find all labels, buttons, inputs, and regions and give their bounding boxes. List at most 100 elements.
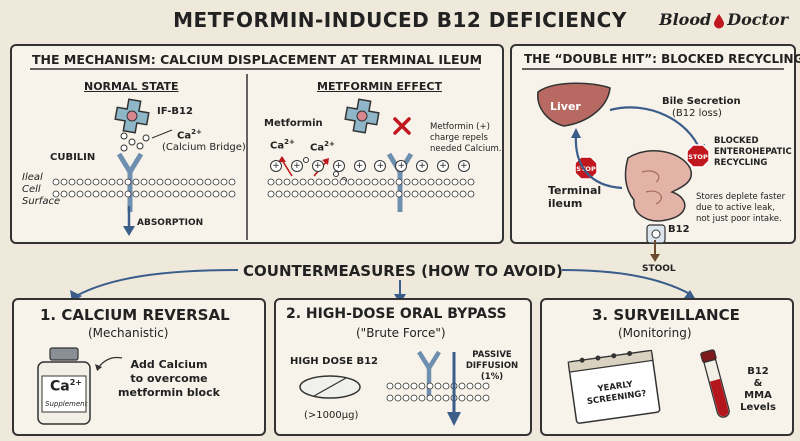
terminal-ileum-label: Terminal ileum [548, 184, 601, 210]
ca-label-left: Ca2+ [270, 138, 295, 151]
plus-charge: + [311, 160, 324, 172]
surveillance-panel: 3. SURVEILLANCE (Monitoring) YEARLY SCRE… [540, 298, 794, 436]
blood-drop-icon [714, 13, 725, 28]
ca-text-right: Ca [310, 142, 325, 154]
if-b12-label: IF-B12 [157, 106, 193, 117]
cell-text: Cell [22, 184, 41, 195]
stores-note-line-1: Stores deplete faster [696, 192, 786, 202]
stop-sign-icon: STOP [686, 144, 710, 168]
mechanism-panel-title: THE MECHANISM: CALCIUM DISPLACEMENT AT T… [32, 52, 483, 67]
repel-note-line-3: needed Calcium. [430, 144, 502, 154]
tube-mma-text: MMA [744, 390, 772, 401]
metformin-effect-heading: METFORMIN EFFECT [317, 80, 443, 93]
recycling-return-arrow [571, 128, 623, 190]
calcium-reversal-panel: 1. CALCIUM REVERSAL (Mechanistic) Ca2+ S… [12, 298, 266, 436]
bottle-ca-sup: 2+ [69, 378, 83, 387]
membrane-oral [386, 382, 490, 402]
countermeasures-heading: COUNTERMEASURES (HOW TO AVOID) [243, 262, 563, 280]
surveillance-subtitle: (Monitoring) [618, 326, 692, 340]
passive-diffusion-arrow-icon [447, 352, 461, 426]
bottle-ca-label: Ca2+ [50, 378, 82, 395]
high-dose-b12-label: HIGH DOSE B12 [290, 356, 379, 367]
repel-note-line-1: Metformin (+) [430, 122, 490, 132]
mechanism-title-underline [30, 68, 480, 70]
blood-test-tube-icon [700, 349, 730, 418]
logo-text-right: Doctor [727, 10, 788, 29]
calcium-note-line-2: to overcome [130, 372, 208, 385]
dose-label: (>1000µg) [304, 410, 359, 421]
cell-membrane-metformin [267, 178, 475, 198]
stool-arrow-icon [650, 240, 660, 262]
ca-label-right: Ca2+ [310, 140, 335, 153]
repel-note-line-2: charge repels [430, 133, 488, 143]
tube-b12-text: B12 [747, 366, 769, 377]
metformin-charges: + + + + + + + + + + [270, 160, 470, 172]
ileal-cell-surface-label: Ileal Cell Surface [22, 172, 60, 208]
cubilin-label: CUBILIN [50, 152, 96, 163]
blocked-recycling-label: BLOCKED ENTEROHEPATIC RECYCLING [714, 136, 792, 169]
stool-b12-label: B12 [668, 224, 690, 235]
plus-charge: + [416, 160, 429, 172]
ca-text-left: Ca [270, 140, 285, 152]
tube-levels-text: Levels [740, 402, 776, 413]
ileum-text: ileum [548, 197, 583, 210]
absorption-label: ABSORPTION [137, 218, 204, 228]
ca-sup-right: 2+ [324, 140, 335, 148]
bottle-supplement-label: Supplement [45, 400, 88, 408]
surveillance-title: 3. SURVEILLANCE [592, 306, 740, 324]
if-b12-complex-icon-displaced [344, 98, 380, 134]
page-title: METFORMIN-INDUCED B12 DEFICIENCY [173, 8, 627, 32]
calcium-bridge-dots [120, 129, 173, 152]
blocked-line-1: BLOCKED [714, 136, 759, 146]
plus-charge: + [290, 160, 303, 172]
stores-note-line-2: due to active leak, [696, 203, 775, 213]
plus-charge: + [270, 160, 282, 172]
metformin-label: Metformin [264, 118, 323, 129]
passive-line-3: (1%) [480, 372, 504, 382]
blocked-line-2: ENTEROHEPATIC [714, 147, 792, 157]
cubilin-receptor-icon [116, 152, 144, 212]
calcium-reversal-subtitle: (Mechanistic) [88, 326, 169, 340]
calcium-reversal-note: Add Calcium to overcome metformin block [114, 358, 224, 400]
b12-loss-label: (B12 loss) [672, 108, 722, 119]
ca-text-normal: Ca [177, 130, 192, 142]
passive-line-1: PASSIVE [472, 350, 512, 360]
plus-charge: + [457, 160, 470, 172]
intestine-icon [624, 150, 693, 222]
double-hit-title-underline [522, 68, 784, 70]
calcium-note-line-3: metformin block [118, 386, 220, 399]
plus-charge: + [395, 160, 408, 172]
stool-label: STOOL [642, 264, 676, 274]
stores-note-line-3: not just poor intake. [696, 214, 782, 224]
stop-text-left: STOP [576, 165, 596, 173]
ca-sup-left: 2+ [284, 138, 295, 146]
calcium-bridge-label: (Calcium Bridge) [162, 142, 246, 153]
mechanism-panel: THE MECHANISM: CALCIUM DISPLACEMENT AT T… [10, 44, 504, 244]
b12-tablet-icon [299, 375, 361, 399]
bile-secretion-label: Bile Secretion [662, 96, 741, 107]
liver-label: Liver [550, 100, 581, 113]
passive-diffusion-label: PASSIVE DIFFUSION (1%) [462, 350, 522, 383]
blood-doctor-logo: Blood Doctor [659, 10, 788, 29]
tube-amp-text: & [753, 378, 763, 389]
normal-state-heading: NORMAL STATE [84, 80, 179, 93]
calcium-supplement-bottle-icon [37, 347, 91, 425]
if-b12-complex-icon [114, 98, 150, 134]
liver-icon [537, 82, 611, 127]
b12-mma-levels-label: B12 & MMA Levels [736, 366, 780, 414]
plus-charge: + [437, 160, 449, 172]
oral-bypass-panel: 2. HIGH-DOSE ORAL BYPASS ("Brute Force")… [274, 298, 532, 436]
plus-charge: + [374, 160, 387, 172]
terminal-text: Terminal [548, 184, 602, 197]
bottle-ca-text: Ca [50, 378, 70, 395]
oral-bypass-title: 2. HIGH-DOSE ORAL BYPASS [286, 306, 507, 322]
logo-text-left: Blood [659, 10, 712, 29]
double-hit-panel-title: THE “DOUBLE HIT”: BLOCKED RECYCLING [524, 52, 800, 66]
blocked-line-3: RECYCLING [714, 158, 768, 168]
double-hit-panel: THE “DOUBLE HIT”: BLOCKED RECYCLING Live… [510, 44, 800, 244]
calcium-reversal-title: 1. CALCIUM REVERSAL [40, 306, 230, 324]
metformin-repel-note: Metformin (+) charge repels needed Calci… [430, 122, 501, 155]
panel-divider [246, 74, 248, 240]
oral-bypass-subtitle: ("Brute Force") [356, 326, 446, 340]
plus-charge: + [353, 160, 366, 172]
